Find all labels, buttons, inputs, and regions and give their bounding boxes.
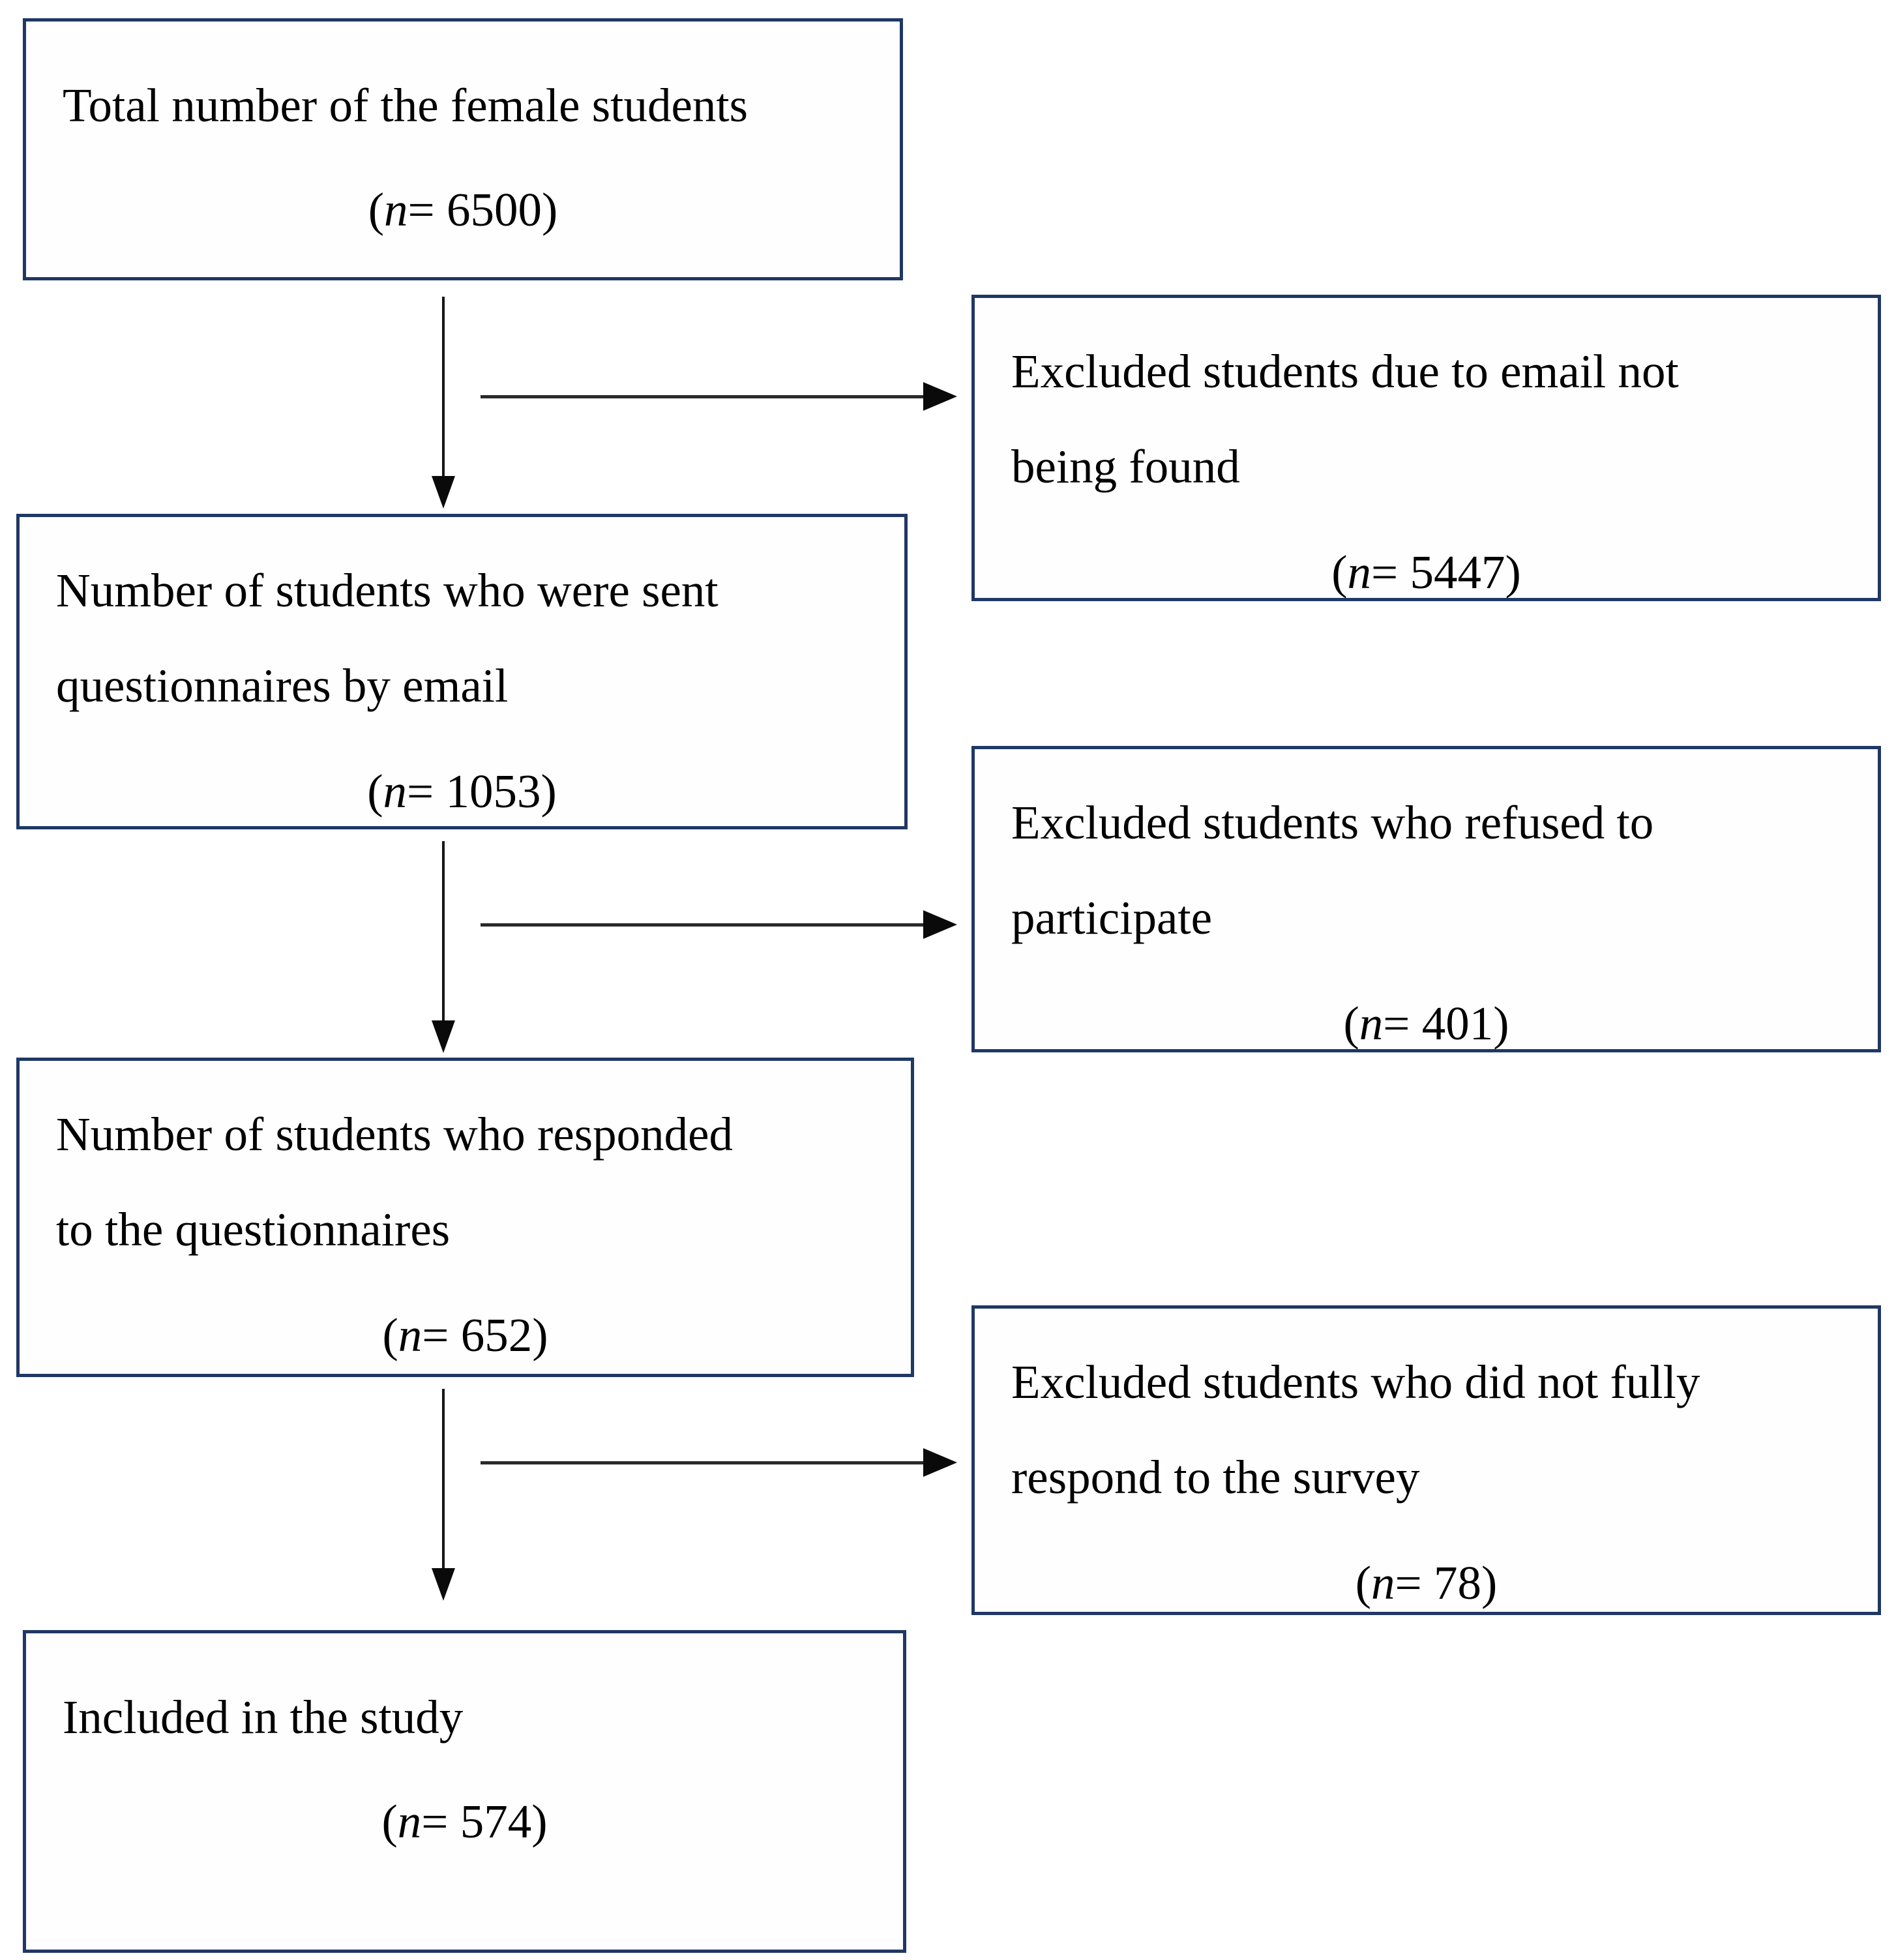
n-variable: n <box>384 183 408 236</box>
box-responded: Number of students who responded to the … <box>16 1058 914 1377</box>
box-text-line: being found <box>1011 440 1240 493</box>
arrow-down-1-head <box>432 476 455 509</box>
n-paren-open: ( <box>1343 997 1359 1050</box>
arrow-right-3-line <box>481 1461 925 1464</box>
n-paren-open: ( <box>382 1309 398 1361</box>
arrow-right-1-line <box>481 395 925 398</box>
arrow-down-1-line <box>442 297 445 478</box>
arrow-down-2-head <box>432 1020 455 1053</box>
box-text-line: questionnaires by email <box>56 659 509 712</box>
n-value: = 5447) <box>1371 546 1521 599</box>
box-text-line: participate <box>1011 891 1213 944</box>
n-value: = 574) <box>421 1795 548 1848</box>
sample-size: (n= 6500) <box>63 162 863 258</box>
box-text-line: Excluded students who did not fully <box>1011 1356 1700 1408</box>
n-variable: n <box>383 765 407 818</box>
box-total-female-students: Total number of the female students (n= … <box>23 18 903 280</box>
sample-size: (n= 652) <box>56 1288 874 1383</box>
arrow-down-2-line <box>442 841 445 1022</box>
n-value: = 78) <box>1395 1556 1498 1609</box>
box-excluded-incomplete: Excluded students who did not fully resp… <box>971 1305 1881 1615</box>
n-variable: n <box>1347 546 1372 599</box>
box-text-line: Included in the study <box>63 1691 464 1744</box>
n-paren-open: ( <box>368 183 385 236</box>
n-paren-open: ( <box>381 1795 398 1848</box>
arrow-down-3-line <box>442 1389 445 1570</box>
box-text-line: Excluded students due to email not <box>1011 345 1679 398</box>
sample-size: (n= 401) <box>1011 976 1841 1071</box>
box-text-line: Number of students who were sent <box>56 564 718 617</box>
n-value: = 6500) <box>407 183 558 236</box>
box-text-line: Excluded students who refused to <box>1011 796 1654 849</box>
n-paren-open: ( <box>367 765 383 818</box>
arrow-down-3-head <box>432 1568 455 1601</box>
n-variable: n <box>397 1795 422 1848</box>
box-text-line: Total number of the female students <box>63 79 748 132</box>
n-value: = 652) <box>422 1309 548 1361</box>
arrow-right-2-line <box>481 923 925 927</box>
n-variable: n <box>398 1309 422 1361</box>
box-included-in-study: Included in the study (n= 574) <box>23 1630 906 1953</box>
box-excluded-email-not-found: Excluded students due to email not being… <box>971 295 1881 601</box>
sample-size: (n= 574) <box>63 1774 867 1869</box>
box-sent-questionnaires: Number of students who were sent questio… <box>16 514 908 829</box>
n-paren-open: ( <box>1355 1556 1372 1609</box>
box-excluded-refused: Excluded students who refused to partici… <box>971 746 1881 1052</box>
n-value: = 1053) <box>407 765 557 818</box>
box-text-line: Number of students who responded <box>56 1108 733 1161</box>
sample-size: (n= 5447) <box>1011 525 1841 620</box>
n-variable: n <box>1371 1556 1395 1609</box>
n-variable: n <box>1359 997 1384 1050</box>
n-paren-open: ( <box>1331 546 1348 599</box>
sample-size: (n= 1053) <box>56 744 868 839</box>
arrow-right-1-head <box>923 382 957 411</box>
n-value: = 401) <box>1383 997 1509 1050</box>
box-text-line: respond to the survey <box>1011 1451 1420 1504</box>
arrow-right-3-head <box>923 1448 957 1477</box>
sample-size: (n= 78) <box>1011 1536 1841 1631</box>
arrow-right-2-head <box>923 910 957 939</box>
box-text-line: to the questionnaires <box>56 1203 451 1256</box>
